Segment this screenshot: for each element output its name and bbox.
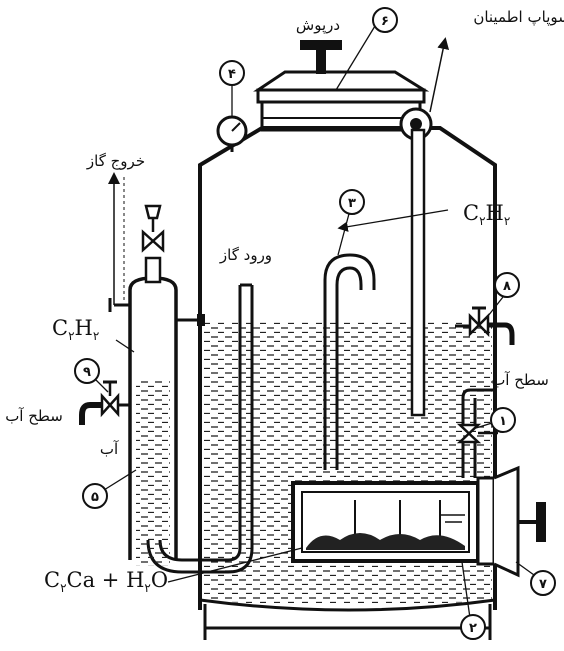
seal-top-valve — [141, 229, 165, 253]
callout-7: ۷ — [530, 570, 556, 596]
label-gas-inlet: ورود گاز — [219, 246, 272, 264]
callout-6: ۶ — [372, 7, 398, 33]
tank-wall — [198, 126, 497, 610]
label-gas-outlet: خروج گاز — [86, 152, 145, 171]
svg-text:۸: ۸ — [503, 279, 511, 294]
label-safety-valve: سوپاپ اطمینان — [473, 8, 564, 27]
label-water-level-right: سطح آب — [491, 371, 549, 389]
valve-1 — [456, 388, 498, 478]
water-seal — [108, 172, 178, 566]
callout-3: ۳ — [339, 189, 365, 215]
svg-text:۲: ۲ — [469, 621, 477, 636]
tank-base — [203, 604, 492, 640]
svg-text:۱: ۱ — [499, 414, 507, 429]
leader-lines — [95, 25, 535, 619]
carbide-pile — [306, 533, 465, 550]
label-reaction: C۲Ca + H۲O — [44, 568, 168, 595]
safety-pipe — [410, 128, 426, 417]
tank-lid — [253, 40, 430, 132]
generator-hook-pipe — [323, 253, 376, 470]
label-acetylene-left: C۲H۲ — [52, 316, 99, 343]
svg-text:۷: ۷ — [539, 577, 547, 592]
callout-8: ۸ — [494, 272, 520, 298]
svg-text:۳: ۳ — [348, 196, 356, 211]
pressure-gauge — [216, 115, 248, 152]
label-lid: درپوش — [296, 16, 340, 35]
drawer-door — [476, 465, 546, 578]
door-handle — [536, 502, 546, 542]
callout-9: ۹ — [74, 358, 100, 384]
label-water: آب — [100, 440, 119, 458]
svg-text:۹: ۹ — [83, 365, 91, 380]
callout-1: ۱ — [490, 407, 516, 433]
lid-handle — [300, 40, 342, 50]
callout-4: ۴ — [219, 60, 245, 86]
callout-2: ۲ — [460, 614, 486, 640]
svg-text:۴: ۴ — [228, 67, 236, 82]
tank-bottom — [199, 598, 496, 612]
callout-5: ۵ — [82, 483, 108, 509]
label-acetylene-top: C۲H۲ — [463, 201, 510, 228]
valve-9 — [79, 380, 130, 425]
svg-text:۵: ۵ — [91, 490, 99, 505]
safety-valve — [399, 37, 450, 417]
label-water-level-left: سطح آب — [5, 407, 63, 425]
svg-text:۶: ۶ — [381, 14, 389, 29]
carbide-drawer — [291, 481, 480, 563]
